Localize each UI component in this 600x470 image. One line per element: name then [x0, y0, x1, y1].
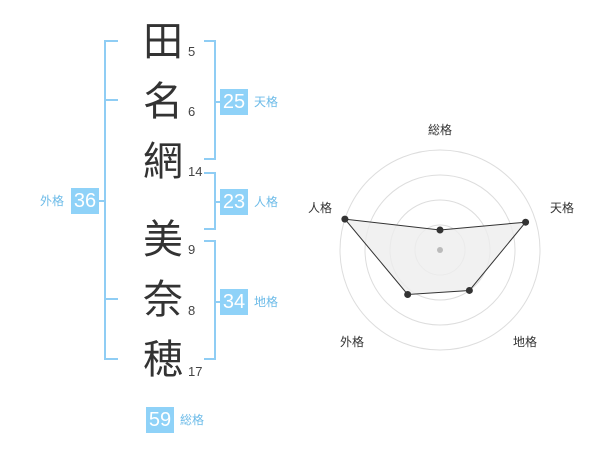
radar-point-4 [341, 215, 349, 223]
radar-point-2 [465, 286, 473, 294]
radar-point-3 [404, 290, 412, 298]
chikaku-badge: 34 [220, 289, 248, 315]
tenkaku-connector [214, 101, 220, 103]
tenkaku-bracket-vertical [214, 40, 216, 160]
stroke-count-4: 9 [188, 242, 196, 257]
chikaku-bracket-bottom [204, 358, 216, 360]
radar-chart: 総格 天格 地格 外格 人格 [308, 122, 574, 351]
radar-axis-label-soukaku: 総格 [428, 122, 452, 137]
name-char-1: 田 [143, 19, 183, 65]
chikaku-connector [214, 301, 220, 303]
radar-center [437, 247, 443, 253]
radar-point-1 [522, 218, 530, 226]
stroke-count-3: 14 [188, 164, 203, 179]
name-char-2: 名 [143, 79, 183, 125]
jinkaku-bracket-top [204, 172, 216, 174]
outer-bracket-connector [99, 200, 105, 202]
tenkaku-label: 天格 [254, 95, 279, 109]
radar-area [343, 218, 527, 296]
name-char-5: 奈 [143, 277, 183, 323]
jinkaku-label: 人格 [254, 195, 279, 209]
stroke-count-2: 6 [188, 104, 196, 119]
chikaku-bracket-vertical [214, 240, 216, 360]
name-char-4: 美 [143, 217, 183, 263]
outer-bracket-tick-2 [104, 99, 118, 101]
soukaku-label: 総格 [180, 413, 205, 427]
radar-point-0 [436, 226, 444, 234]
name-char-3: 網 [143, 139, 183, 185]
stroke-count-1: 5 [188, 44, 196, 59]
outer-bracket-bottom-tick [104, 358, 118, 360]
chikaku-bracket-top [204, 240, 216, 242]
jinkaku-connector [214, 201, 220, 203]
chikaku-label: 地格 [254, 295, 279, 309]
stroke-count-5: 8 [188, 303, 196, 318]
radar-axis-label-tenkaku: 天格 [550, 200, 574, 215]
outer-bracket-top-tick [104, 40, 118, 42]
stroke-count-6: 17 [188, 364, 203, 379]
radar-axis-label-gaikaku: 外格 [340, 334, 364, 349]
radar-ring-4 [339, 149, 541, 351]
radar-axis-label-chikaku: 地格 [513, 334, 537, 349]
gaikaku-label: 外格 [40, 194, 65, 208]
tenkaku-bracket-top [204, 40, 216, 42]
gaikaku-badge: 36 [71, 188, 99, 214]
radar-ring-3 [364, 174, 516, 326]
jinkaku-bracket-bottom [204, 228, 216, 230]
tenkaku-badge: 25 [220, 89, 248, 115]
jinkaku-badge: 23 [220, 189, 248, 215]
outer-bracket-tick-5 [104, 298, 118, 300]
soukaku-badge: 59 [146, 407, 174, 433]
name-char-6: 穂 [143, 337, 183, 383]
radar-axis-label-jinkaku: 人格 [308, 200, 332, 215]
tenkaku-bracket-bottom [204, 158, 216, 160]
outer-bracket-vertical [104, 40, 106, 360]
